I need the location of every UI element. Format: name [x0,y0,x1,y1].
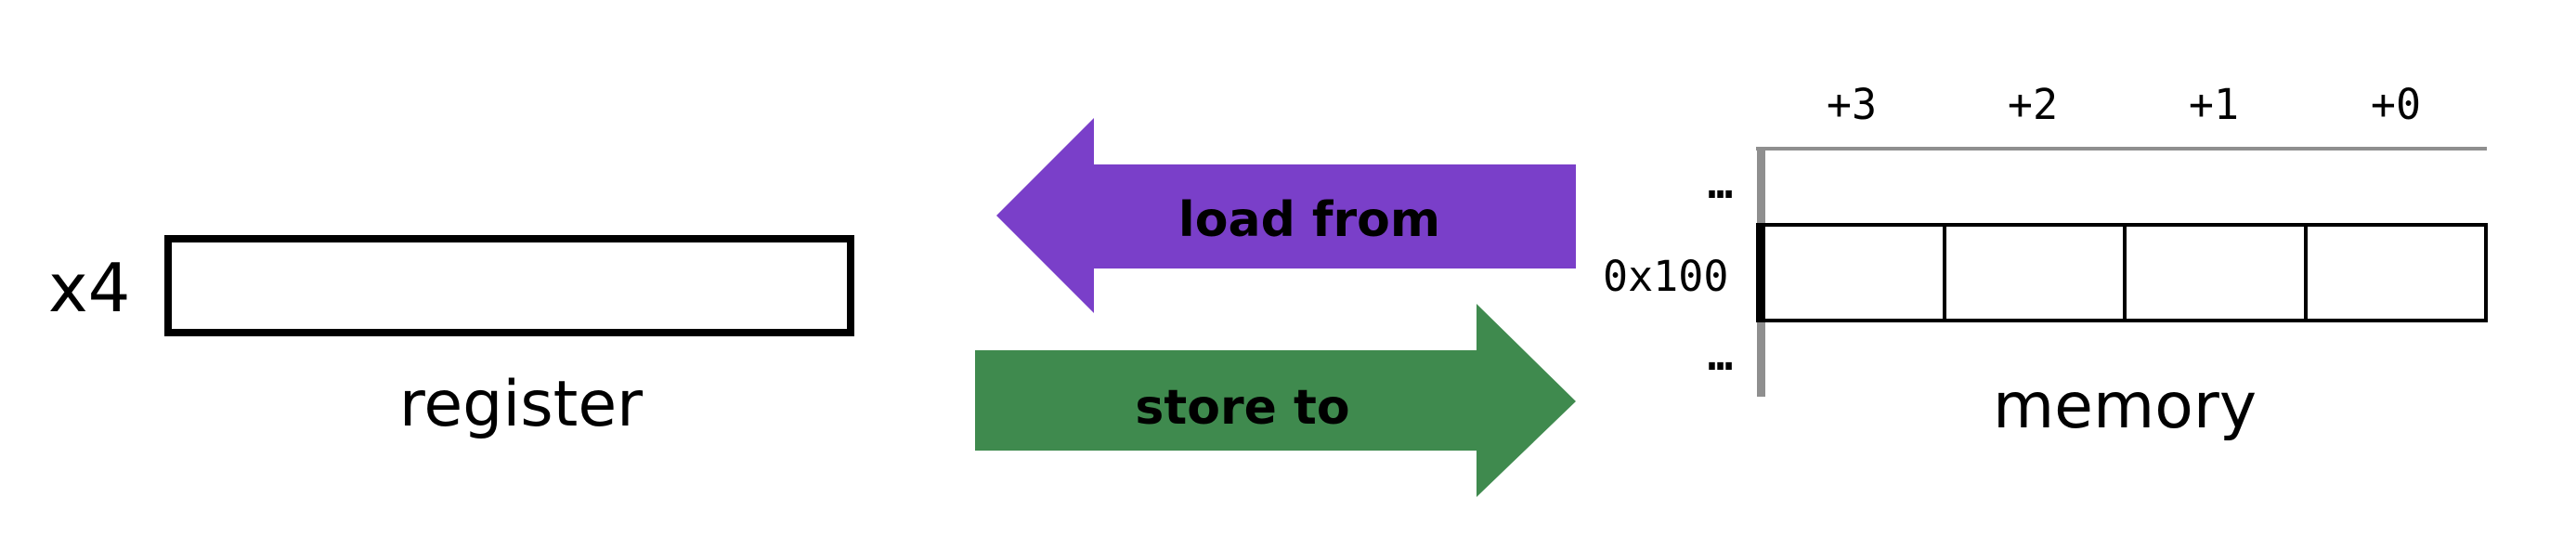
memory-address-label: 0x100 [1603,252,1729,301]
store-arrow-label: store to [1135,380,1350,436]
memory-offset-plus2: +2 [2007,80,2059,129]
memory-cell-plus3 [1765,227,1946,319]
register-name-label: x4 [48,249,131,327]
memory-offset-plus3: +3 [1826,80,1878,129]
memory-cell-plus2 [1945,227,2127,319]
memory-offset-plus0: +0 [2370,80,2422,129]
load-arrow-label: load from [1177,192,1441,248]
memory-cell-plus1 [2127,227,2308,319]
memory-ellipsis-below: … [1708,331,1734,380]
memory-offset-plus1: +1 [2188,80,2240,129]
memory-top-rule [1756,147,2487,151]
memory-caption: memory [1992,370,2257,443]
register-box [164,235,854,336]
memory-word-row [1756,223,2488,322]
register-caption: register [398,368,644,441]
memory-cell-plus0 [2307,227,2484,319]
memory-ellipsis-above: … [1708,159,1734,208]
